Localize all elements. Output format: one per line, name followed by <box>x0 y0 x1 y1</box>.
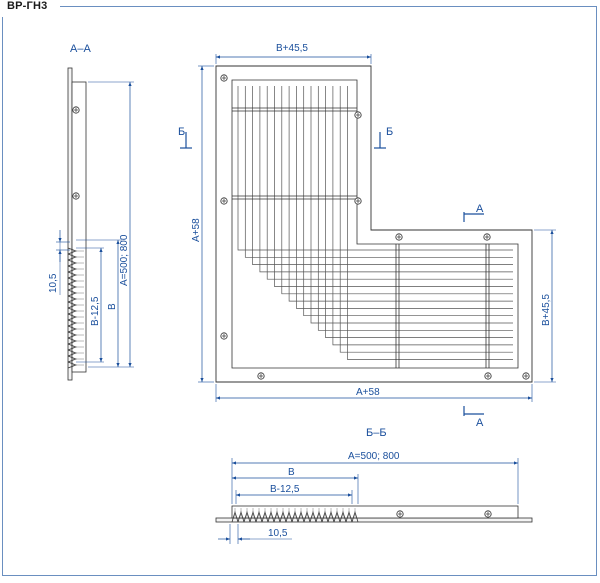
cut-b-left: Б <box>178 126 185 138</box>
louver-blade <box>288 86 513 302</box>
louver-blade <box>259 86 513 273</box>
dim-section-a-gap: 10,5 <box>48 273 59 293</box>
louver-blade <box>347 86 513 360</box>
dim-section-b-total: A=500; 800 <box>348 451 400 462</box>
louver-blade <box>317 86 513 331</box>
dim-plan-top-width: В+45,5 <box>276 43 308 54</box>
louver-blade <box>303 86 513 317</box>
section-a-view: А–А A=500; 800 В В-12,5 <box>48 43 134 381</box>
dim-plan-bottom-width: A+58 <box>356 387 380 398</box>
louver-blade <box>252 86 513 265</box>
plan-screws <box>220 74 530 380</box>
section-b-label: Б–Б <box>366 427 387 439</box>
dim-section-b-b: В <box>288 467 295 478</box>
dim-section-b-b-minus: В-12,5 <box>270 484 300 495</box>
louver-blade <box>274 86 513 287</box>
section-b-screws <box>396 510 492 518</box>
louver-blade <box>266 86 513 280</box>
louver-blade <box>244 86 513 258</box>
dim-plan-left-height: A+58 <box>191 218 202 242</box>
section-b-view: Б–Б A=500; 800 В В-12,5 <box>215 427 533 544</box>
cut-b-right: Б <box>386 126 393 138</box>
dim-plan-right-height: В+45,5 <box>541 294 552 326</box>
louver-blade <box>310 86 513 324</box>
cut-a-top: A <box>476 203 484 215</box>
section-a-screws <box>72 106 80 200</box>
drawing-title: ВР-ГН3 <box>4 0 51 12</box>
plan-cross-bars-top <box>232 107 357 200</box>
louver-blade <box>296 86 513 309</box>
plan-louvers <box>237 86 513 360</box>
dim-section-a-b: В <box>107 303 118 310</box>
plan-view: В+45,5 A+58 В+45,5 A+58 Б Б <box>178 43 556 429</box>
cut-a-bottom: A <box>476 417 484 429</box>
section-a-louvers <box>67 247 84 369</box>
section-b-louvers <box>231 508 359 523</box>
louver-blade <box>281 86 513 295</box>
dim-section-a-height: A=500; 800 <box>119 234 130 286</box>
section-a-label: А–А <box>70 43 91 55</box>
louver-blade <box>237 86 513 251</box>
dim-section-a-b-minus: В-12,5 <box>90 296 101 326</box>
louver-blade <box>339 86 513 353</box>
plan-cross-bars-right <box>395 244 490 368</box>
dim-section-b-gap: 10,5 <box>268 528 288 539</box>
frame-border <box>2 6 597 576</box>
louver-blade <box>325 86 513 338</box>
louver-blade <box>332 86 513 346</box>
